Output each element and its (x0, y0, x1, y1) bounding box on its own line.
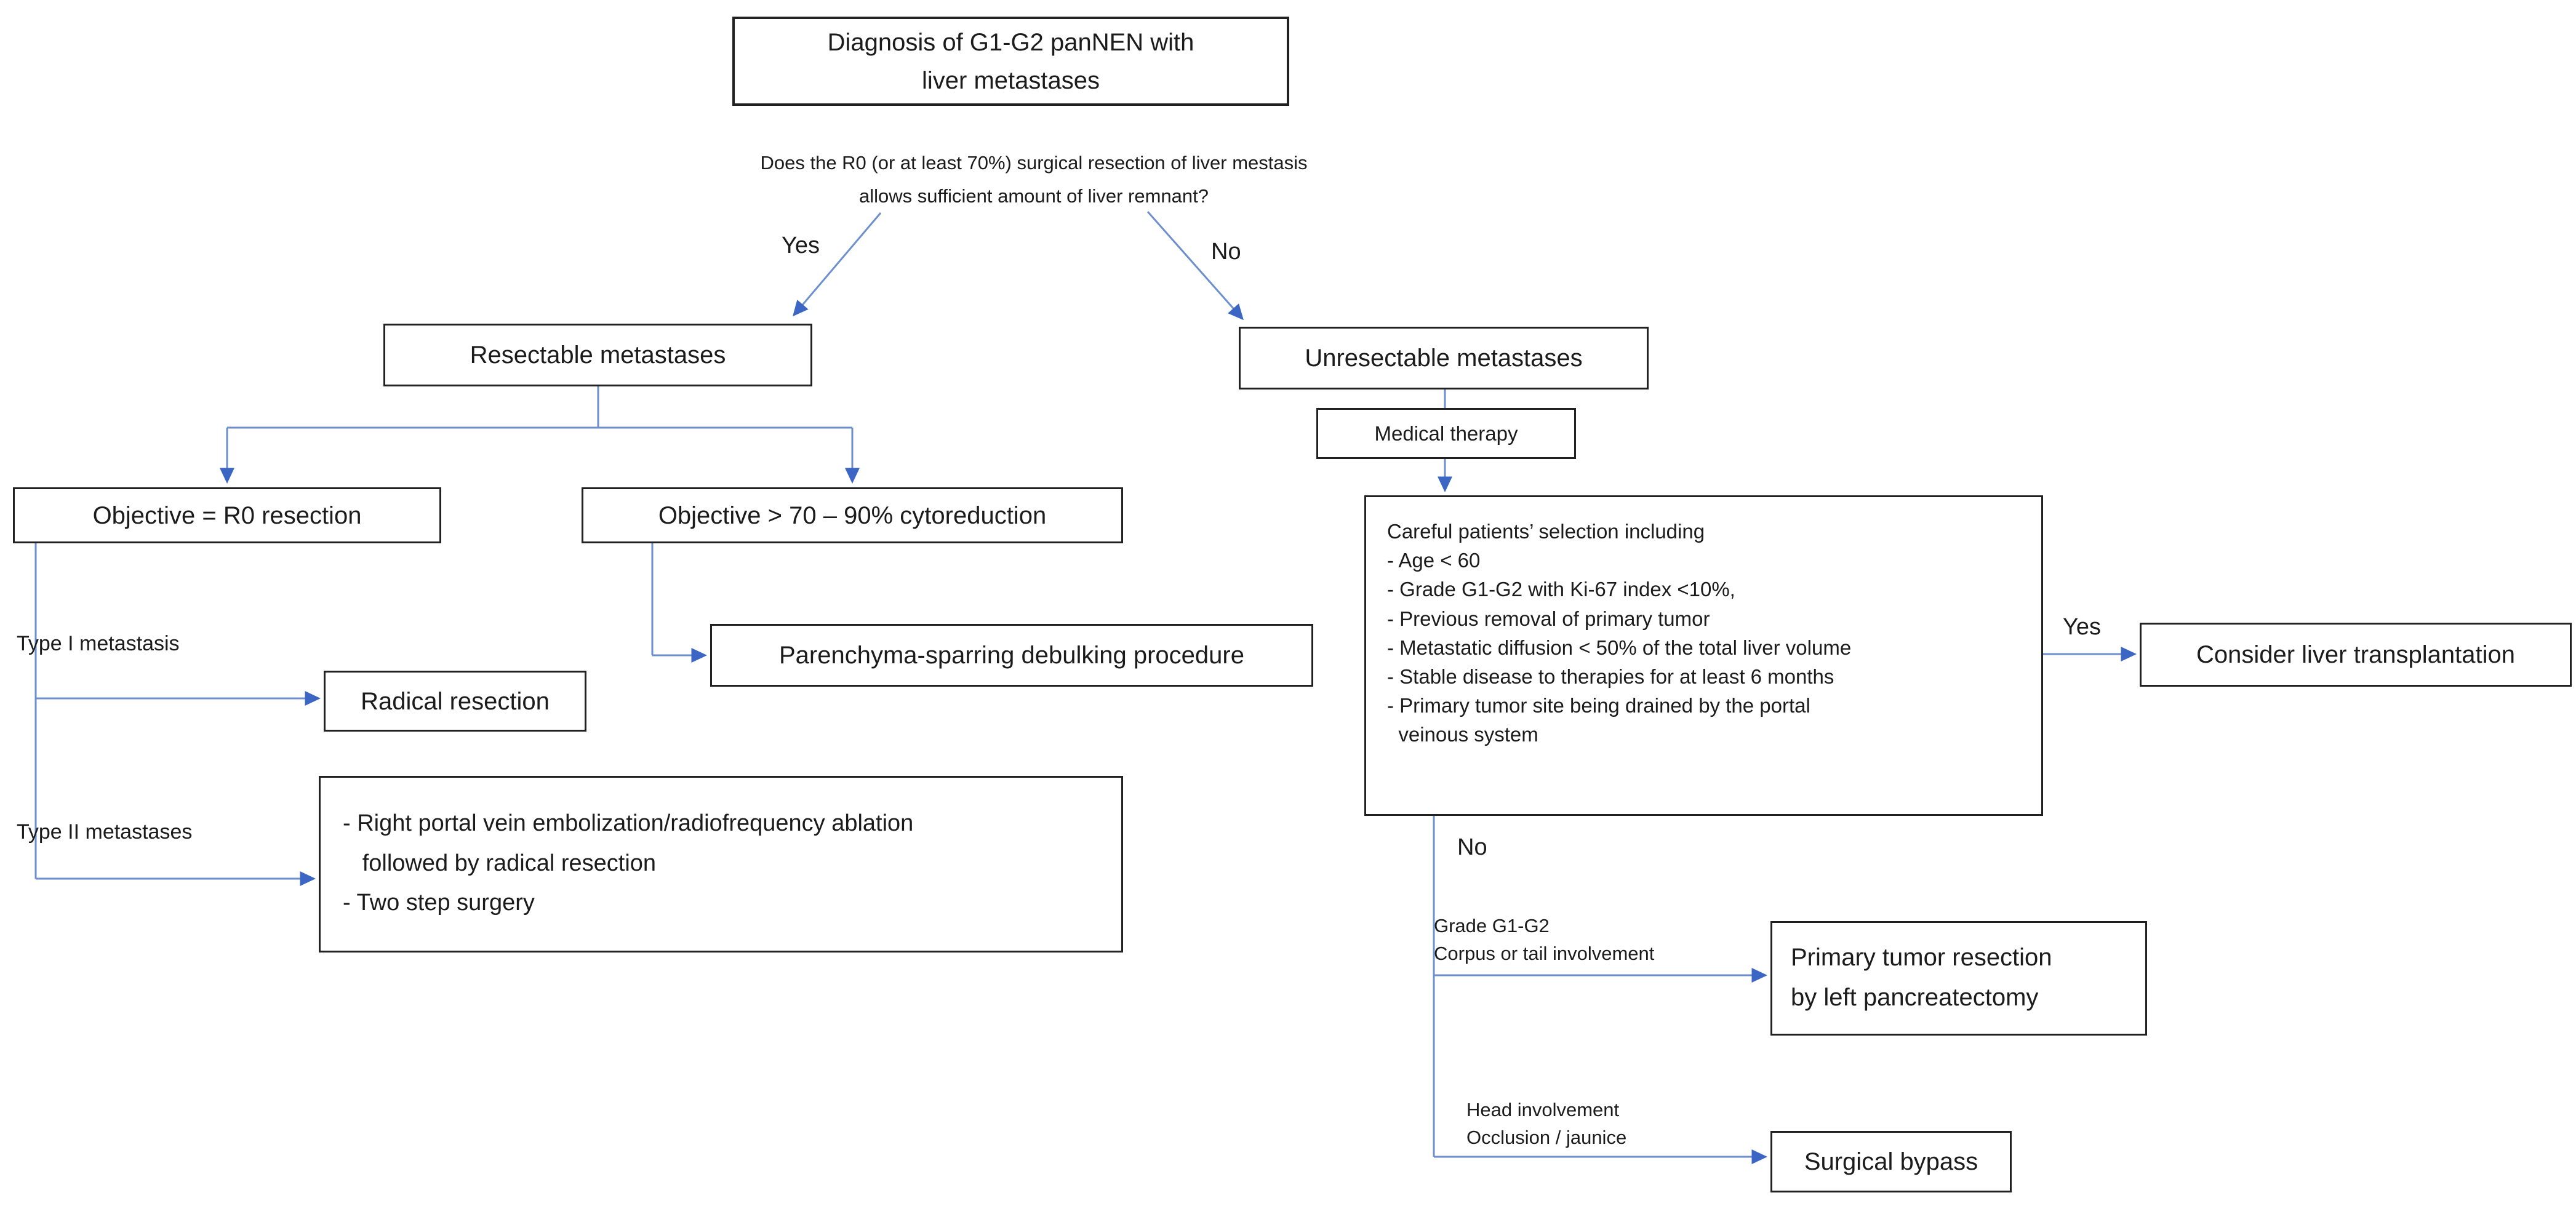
label-no-branch: No (1211, 239, 1241, 265)
node-unresectable-metastases: Unresectable metastases (1239, 327, 1649, 389)
node-consider-liver-transplantation: Consider liver transplantation (2140, 623, 2572, 687)
label-type2-metastases: Type II metastases (17, 820, 193, 844)
label-grade-corpus-tail: Grade G1-G2 Corpus or tail involvement (1434, 915, 1655, 964)
node-primary-tumor-resection: Primary tumor resection by left pancreat… (1770, 921, 2147, 1036)
node-careful-patient-selection: Careful patients’ selection including - … (1364, 495, 2043, 816)
connector-resectable-split (227, 386, 852, 429)
node-parenchyma-sparing-debulking: Parenchyma-sparring debulking procedure (710, 624, 1313, 687)
node-type2-procedures: - Right portal vein embolization/radiofr… (319, 776, 1123, 952)
arrow-no-to-unresectable (1146, 211, 1244, 321)
decision-question-label: Does the R0 (or at least 70%) surgical r… (760, 152, 1308, 207)
node-surgical-bypass: Surgical bypass (1770, 1131, 2012, 1192)
node-diagnosis-title: Diagnosis of G1-G2 panNEN with liver met… (732, 17, 1289, 106)
label-type1-metastasis: Type I metastasis (17, 632, 180, 655)
arrow-yes-to-resectable (793, 212, 882, 317)
label-no-selection: No (1457, 834, 1487, 860)
label-yes-branch: Yes (782, 233, 820, 258)
node-objective-cytoreduction: Objective > 70 – 90% cytoreduction (582, 487, 1123, 543)
label-yes-transplant: Yes (2063, 614, 2101, 640)
node-resectable-metastases: Resectable metastases (383, 324, 812, 386)
node-objective-r0-resection: Objective = R0 resection (13, 487, 441, 543)
node-radical-resection: Radical resection (324, 671, 586, 732)
label-head-involvement-occlusion: Head involvement Occlusion / jaunice (1466, 1099, 1627, 1148)
node-medical-therapy: Medical therapy (1316, 408, 1576, 459)
